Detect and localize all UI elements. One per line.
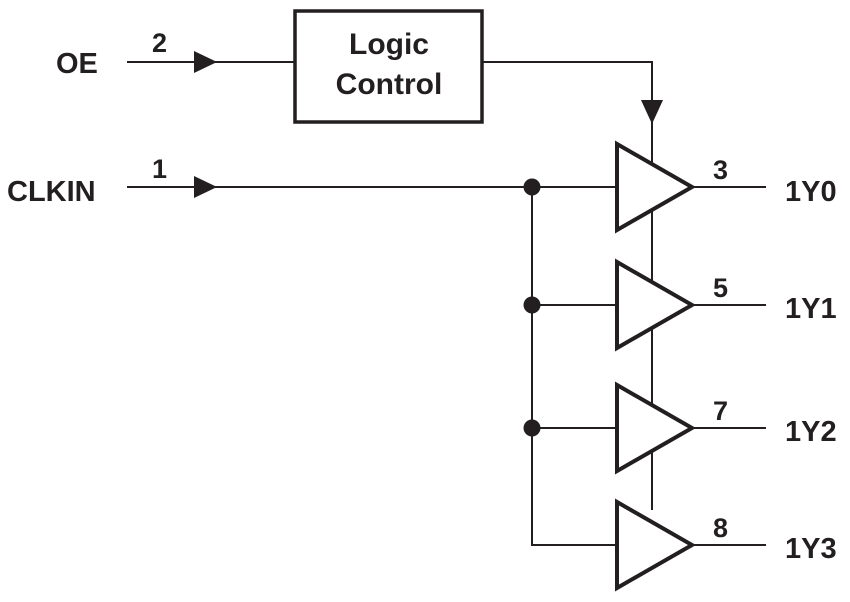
clock-bus-wire <box>531 187 615 546</box>
output-label-1y2: 1Y2 <box>785 416 837 448</box>
logic-control-line2: Control <box>336 68 443 101</box>
buffer-1y2: 7 1Y2 <box>615 381 837 475</box>
junction-dot <box>523 178 541 196</box>
pin-number-1y1: 5 <box>713 273 728 303</box>
oe-pin-number: 2 <box>152 28 167 58</box>
clkin-pin-number: 1 <box>152 154 167 184</box>
output-label-1y3: 1Y3 <box>785 533 837 565</box>
clkin-arrow-icon <box>194 176 217 198</box>
output-label-1y1: 1Y1 <box>785 293 837 325</box>
logic-control-line1: Logic <box>349 28 429 61</box>
oe-label: OE <box>56 48 98 80</box>
pin-number-1y0: 3 <box>713 155 728 185</box>
enable-wire <box>482 61 653 510</box>
junction-dot <box>523 419 541 437</box>
clkin-label: CLKIN <box>7 176 96 208</box>
pin-number-1y2: 7 <box>713 396 728 426</box>
buffer-triangle-icon <box>615 258 697 352</box>
logic-control-block: Logic Control <box>293 9 484 124</box>
buffer-triangle-icon <box>615 140 697 234</box>
oe-arrow-icon <box>194 51 217 73</box>
pin-number-1y3: 8 <box>713 513 728 543</box>
clock-distribution <box>523 178 615 546</box>
buffer-1y0: 3 1Y0 <box>615 140 837 234</box>
buffer-1y3: 8 1Y3 <box>615 498 837 592</box>
oe-input: OE 2 <box>56 28 295 80</box>
enable-arrow-icon <box>641 100 663 124</box>
junction-dot <box>523 296 541 314</box>
buffer-1y1: 5 1Y1 <box>615 258 837 352</box>
buffer-triangle-icon <box>615 498 697 592</box>
enable-bus <box>482 61 663 510</box>
buffer-triangle-icon <box>615 381 697 475</box>
clkin-input: CLKIN 1 <box>7 154 615 208</box>
logic-control-box <box>293 9 484 124</box>
output-label-1y0: 1Y0 <box>785 176 837 208</box>
